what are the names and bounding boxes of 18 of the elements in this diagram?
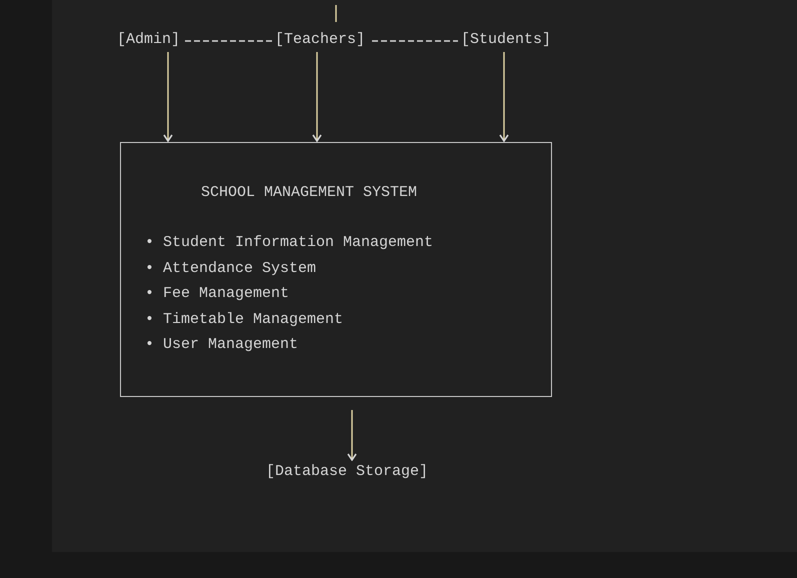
dashed-connector xyxy=(185,40,272,42)
arrow xyxy=(163,52,173,142)
list-item: • Timetable Management xyxy=(145,310,344,329)
list-item: • Fee Management xyxy=(145,285,290,304)
box-title: SCHOOL MANAGEMENT SYSTEM xyxy=(201,184,418,202)
node-label: [Database Storage] xyxy=(266,463,434,481)
node-label: [Students] xyxy=(461,31,556,49)
list-item: • Student Information Management xyxy=(145,234,434,252)
arrow xyxy=(312,52,322,142)
dashed-connector xyxy=(372,40,458,42)
node-label: [Admin] xyxy=(117,31,182,49)
connector-line xyxy=(335,5,337,22)
system-box xyxy=(120,142,552,397)
node-label: [Teachers] xyxy=(275,31,369,49)
arrow xyxy=(347,410,357,461)
list-item: • Attendance System xyxy=(145,260,318,278)
arrow xyxy=(499,52,509,142)
list-item: • User Management xyxy=(145,336,300,354)
